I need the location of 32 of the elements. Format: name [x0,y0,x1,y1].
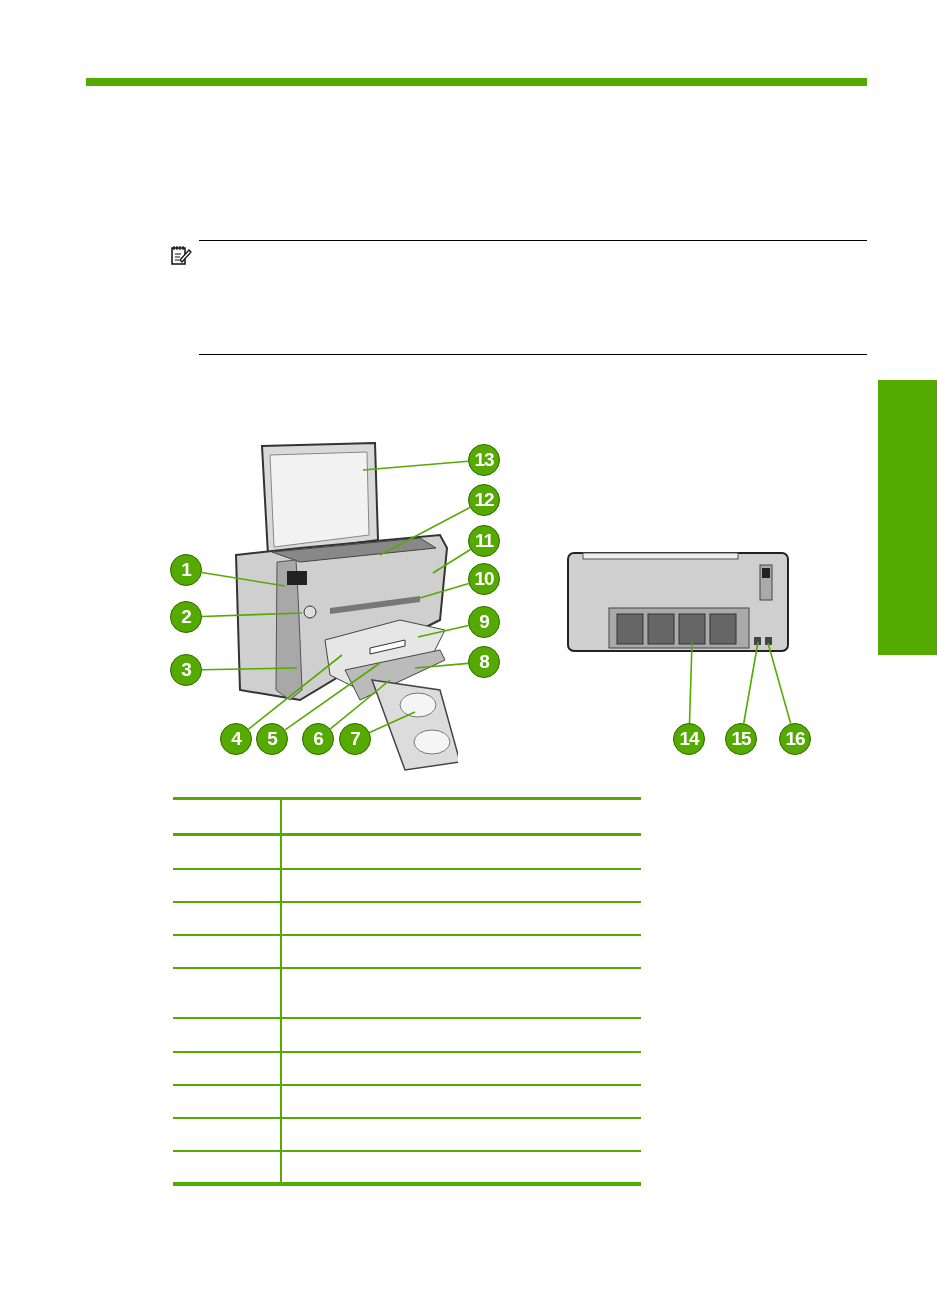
leader-line [362,460,469,471]
callout-number: 11 [468,525,500,557]
callout-number: 10 [468,563,500,595]
leader-line [419,582,470,599]
leader-line [247,654,343,730]
leader-line [688,642,693,724]
leader-line [379,506,471,556]
leader-line [767,642,792,725]
leader-line [284,662,381,731]
side-tab [878,380,937,655]
callout-number: 5 [256,723,288,755]
leader-line [201,667,298,671]
callout-number: 8 [468,646,500,678]
leader-line [432,548,472,574]
callout-number: 14 [673,723,705,755]
callout-number: 4 [220,723,252,755]
callout-number: 2 [170,601,202,633]
callout-number: 15 [725,723,757,755]
callout-number: 1 [170,554,202,586]
callout-number: 12 [468,484,500,516]
callout-number: 3 [170,654,202,686]
leader-line [201,612,303,618]
leader-line [414,662,469,669]
callout-number: 9 [468,606,500,638]
callout-number: 16 [779,723,811,755]
callout-number: 13 [468,444,500,476]
leader-line [417,624,470,638]
callout-number: 6 [302,723,334,755]
leader-line [201,571,286,587]
callout-number: 7 [339,723,371,755]
leader-line [742,641,759,725]
leader-line [329,679,391,730]
